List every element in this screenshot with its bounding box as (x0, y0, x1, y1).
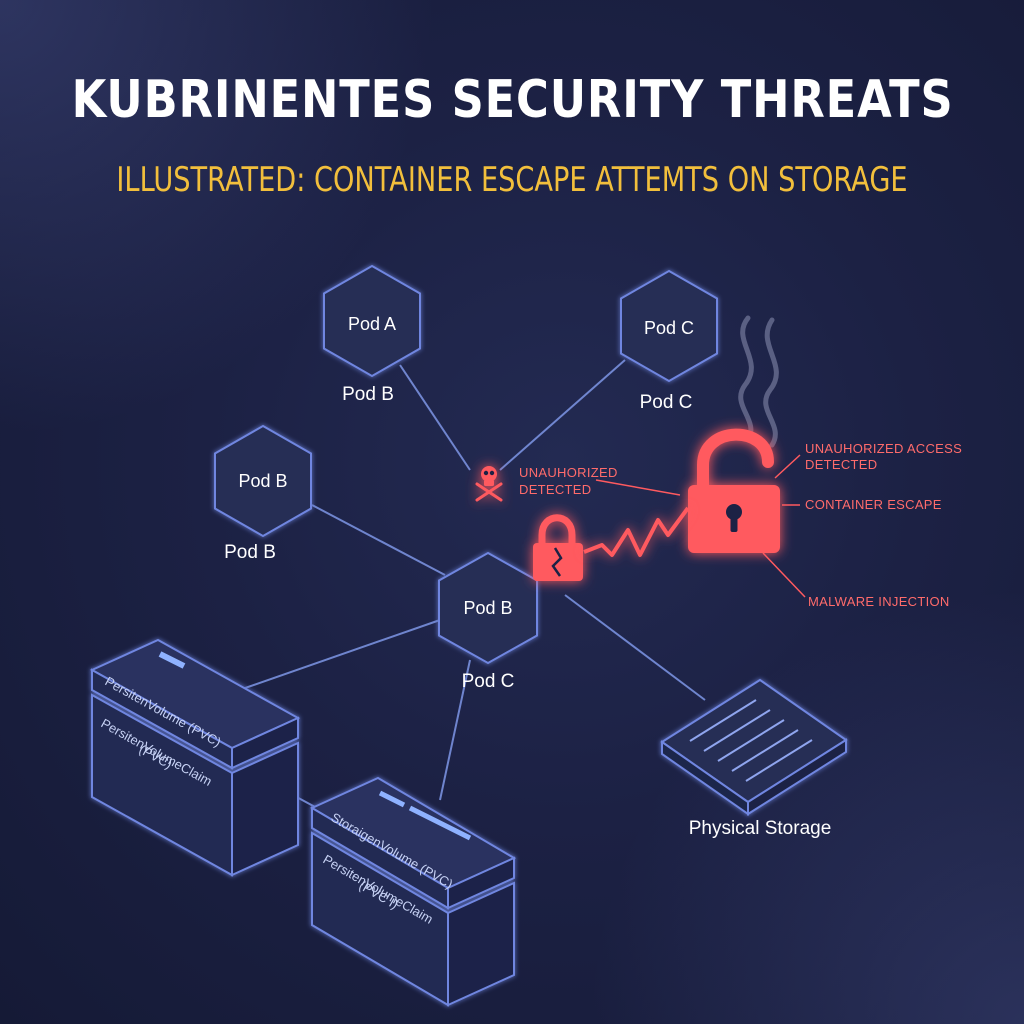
link-pod-a-to-center (399, 364, 471, 471)
link-pod-b-left-to-center (311, 504, 446, 576)
page-title: KUBRINENTES SECURITY THREATS (71, 70, 954, 130)
pvc-box-2[interactable] (309, 776, 517, 1007)
link-center-to-physical (564, 594, 706, 701)
pod-b-center-caption: Pod C (462, 671, 515, 692)
link-center-to-pvc1 (224, 619, 441, 696)
pod-a-caption: Pod B (342, 384, 394, 405)
physical-storage-device[interactable] (660, 678, 848, 816)
unauthorized-alert-line2: DETECTED (519, 482, 591, 497)
pod-a-label: Pod A (348, 314, 396, 334)
malware-injection-label: MALWARE INJECTION (808, 594, 950, 609)
pod-a-node[interactable] (323, 264, 421, 378)
link-center-to-pvc2 (439, 659, 471, 801)
pod-c-top-node[interactable] (620, 269, 718, 383)
lightning-bolt-icon (583, 506, 690, 557)
broken-padlock-icon[interactable] (688, 428, 780, 553)
link-pod-c-to-center (499, 359, 626, 471)
malware-connector (762, 552, 806, 598)
skull-crossbones-icon (475, 466, 503, 502)
pod-b-center-label: Pod B (463, 598, 512, 618)
pod-b-left-label: Pod B (238, 471, 287, 491)
unauthorized-access-connector (774, 454, 801, 479)
container-escape-label: CONTAINER ESCAPE (805, 497, 942, 512)
connection-links (224, 359, 706, 816)
alert-arrow (595, 479, 681, 496)
unauthorized-access-line2: DETECTED (805, 457, 877, 472)
unauthorized-access-line1: UNAUHORIZED ACCESS (805, 441, 962, 456)
pod-b-left-caption: Pod B (224, 542, 276, 563)
pod-c-top-caption: Pod C (640, 392, 693, 413)
physical-storage-label: Physical Storage (689, 818, 832, 839)
cracked-padlock-icon[interactable] (533, 514, 583, 581)
pvc-box-1[interactable] (89, 638, 301, 877)
pod-b-left-node[interactable] (214, 424, 312, 538)
page-subtitle: ILLUSTRATED: CONTAINER ESCAPE ATTEMTS ON… (116, 160, 908, 200)
pod-c-top-label: Pod C (644, 318, 694, 338)
smoke-icon (738, 315, 779, 448)
unauthorized-alert-line1: UNAUHORIZED (519, 465, 618, 480)
